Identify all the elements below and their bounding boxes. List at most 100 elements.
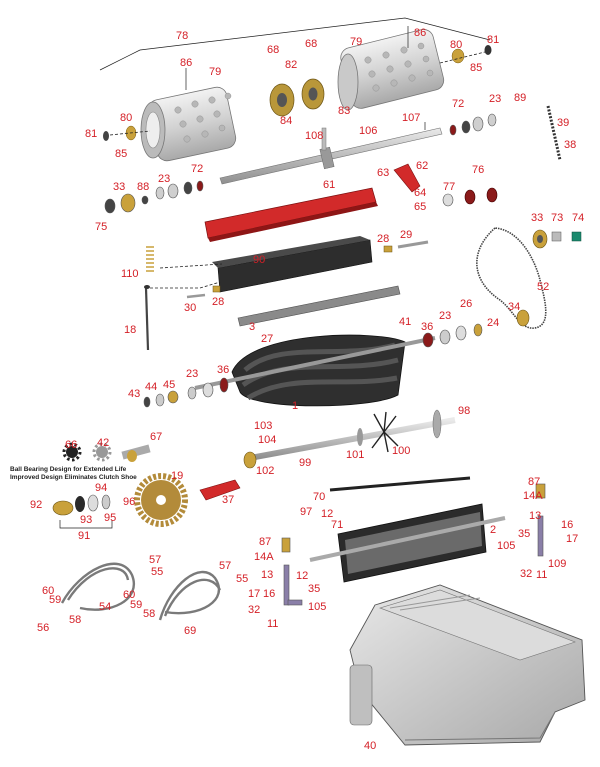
bracket-icon — [281, 483, 546, 606]
bedbar-icon — [212, 236, 401, 327]
callout: 93 — [80, 514, 92, 526]
callout: 87 — [259, 536, 271, 548]
callout: 16 — [263, 588, 275, 600]
callout: 32 — [248, 604, 260, 616]
callout: 80 — [450, 39, 462, 51]
callout: 95 — [104, 512, 116, 524]
callout: 54 — [99, 601, 111, 613]
callout: 45 — [163, 379, 175, 391]
callout: 11 — [536, 569, 547, 581]
callout: 52 — [537, 281, 549, 293]
reel-icon — [194, 334, 436, 407]
callout: 74 — [572, 212, 584, 224]
callout: 90 — [253, 254, 265, 266]
callout: 57 — [219, 560, 231, 572]
callout: 109 — [548, 558, 566, 570]
callout: 58 — [69, 614, 81, 626]
callout: 37 — [222, 494, 234, 506]
lever-icon — [199, 479, 241, 501]
callout: 76 — [472, 164, 484, 176]
hopper-icon — [349, 584, 586, 746]
brush-icon — [243, 409, 456, 469]
callout: 11 — [267, 618, 278, 630]
callout: 60 — [123, 589, 135, 601]
callout-labels: 78 86 79 68 68 82 80 81 79 86 80 81 85 8… — [30, 27, 584, 752]
callout: 75 — [95, 221, 107, 233]
callout: 12 — [321, 508, 333, 520]
callout: 55 — [151, 566, 163, 578]
callout: 85 — [470, 62, 482, 74]
callout: 35 — [518, 528, 530, 540]
callout: 57 — [149, 554, 161, 566]
callout: 39 — [557, 117, 569, 129]
callout: 92 — [30, 499, 42, 511]
bedknife-icon — [204, 187, 378, 242]
callout: 26 — [460, 298, 472, 310]
callout: 17 — [566, 533, 578, 545]
roller-icon — [309, 476, 506, 583]
callout: 83 — [338, 105, 350, 117]
callout: 104 — [258, 434, 276, 446]
callout: 108 — [305, 130, 323, 142]
callout: 32 — [520, 568, 532, 580]
callout: 96 — [123, 496, 135, 508]
callout: 59 — [130, 599, 142, 611]
callout: 24 — [487, 317, 499, 329]
chain-icon — [546, 105, 562, 161]
callout: 94 — [95, 482, 107, 494]
callout: 12 — [296, 570, 308, 582]
callout: 82 — [285, 59, 297, 71]
callout: 34 — [508, 301, 520, 313]
callout: 16 — [561, 519, 573, 531]
callout: 30 — [184, 302, 196, 314]
callout: 42 — [97, 437, 109, 449]
callout: 55 — [236, 573, 248, 585]
callout: 98 — [458, 405, 470, 417]
callout: 64 — [414, 187, 426, 199]
callout: 13 — [529, 510, 541, 522]
callout: 23 — [489, 93, 501, 105]
spring-icon — [144, 246, 154, 351]
callout: 65 — [414, 201, 426, 213]
lever-icon — [393, 163, 421, 193]
callout: 27 — [261, 333, 273, 345]
callout: 60 — [42, 585, 54, 597]
callout: 79 — [209, 66, 221, 78]
callout: 36 — [217, 364, 229, 376]
callout: 72 — [452, 98, 464, 110]
callout: 89 — [514, 92, 526, 104]
callout: 19 — [171, 470, 183, 482]
callout: 102 — [256, 465, 274, 477]
callout: 107 — [402, 112, 420, 124]
callout: 85 — [115, 148, 127, 160]
callout: 13 — [261, 569, 273, 581]
callout: 66 — [65, 439, 77, 451]
callout: 100 — [392, 445, 410, 457]
callout: 23 — [158, 173, 170, 185]
callout: 2 — [490, 524, 496, 536]
callout: 97 — [300, 506, 312, 518]
callout: 3 — [249, 321, 255, 333]
callout: 79 — [350, 36, 362, 48]
callout: 38 — [564, 139, 576, 151]
callout: 28 — [377, 233, 389, 245]
callout: 101 — [346, 449, 364, 461]
callout: 23 — [439, 310, 451, 322]
callout: 86 — [180, 57, 192, 69]
cable-icon — [60, 562, 222, 621]
callout: 86 — [414, 27, 426, 39]
callout: 72 — [191, 163, 203, 175]
callout: 29 — [400, 229, 412, 241]
bearing-icon — [103, 45, 492, 141]
callout: 14A — [254, 551, 274, 563]
callout: 63 — [377, 167, 389, 179]
callout: 36 — [421, 321, 433, 333]
callout: 61 — [323, 179, 335, 191]
callout: 40 — [364, 740, 376, 752]
bearing-icon — [143, 323, 483, 408]
callout: 33 — [113, 181, 125, 193]
note-ball-bearing: Ball Bearing Design for Extended Life — [10, 466, 127, 473]
callout: 41 — [399, 316, 411, 328]
bearing-icon — [442, 187, 582, 249]
